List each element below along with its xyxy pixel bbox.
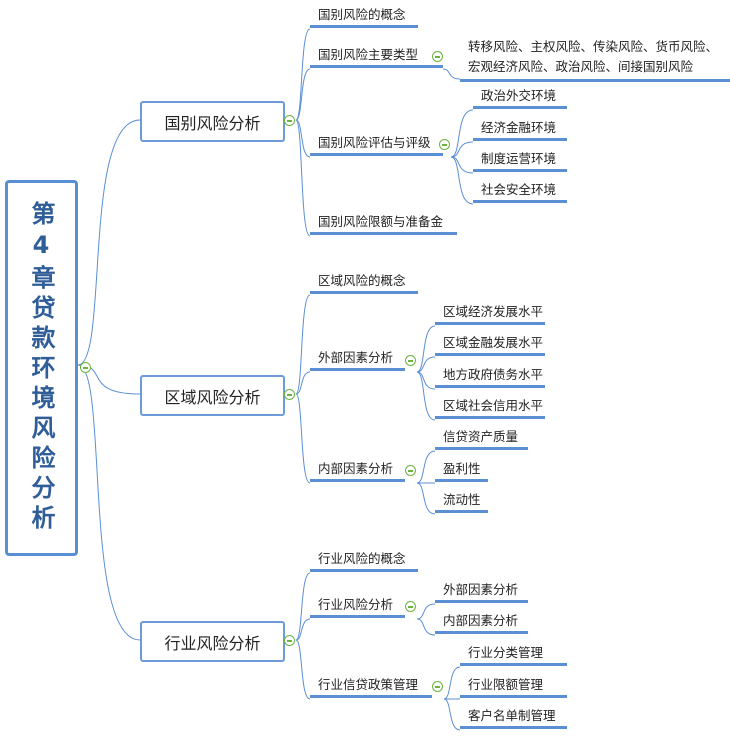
subtopic-collapse-toggle[interactable]: [405, 465, 416, 476]
connector: [295, 618, 311, 641]
leaf-topic[interactable]: 内部因素分析: [435, 613, 528, 634]
connector: [416, 482, 436, 515]
connector: [77, 364, 141, 641]
leaf-topic[interactable]: 流动性: [435, 492, 488, 513]
root-topic[interactable]: 第4章贷款环境风险分析: [5, 180, 78, 556]
leaf-topic[interactable]: 转移风险、主权风险、传染风险、货币风险、宏观经济风险、政治风险、间接国别风险: [460, 37, 730, 82]
subtopic[interactable]: 区域风险的概念: [310, 273, 418, 294]
connector: [416, 325, 436, 373]
branch-topic[interactable]: 国别风险分析: [140, 101, 285, 142]
leaf-topic[interactable]: 政治外交环境: [473, 88, 567, 109]
connector: [450, 156, 474, 205]
connector: [416, 603, 436, 620]
subtopic-collapse-toggle[interactable]: [432, 681, 443, 692]
subtopic[interactable]: 国别风险主要类型: [310, 47, 443, 68]
leaf-line-2: 宏观经济风险、政治风险、间接国别风险: [468, 59, 694, 74]
connector: [416, 618, 436, 636]
leaf-topic[interactable]: 地方政府债务水平: [435, 367, 545, 388]
leaf-topic[interactable]: 信贷资产质量: [435, 429, 528, 450]
subtopic-collapse-toggle[interactable]: [405, 601, 416, 612]
leaf-topic[interactable]: 制度运营环境: [473, 151, 567, 172]
leaf-topic[interactable]: 区域金融发展水平: [435, 335, 545, 356]
connector: [295, 371, 311, 395]
branch-collapse-toggle[interactable]: [284, 635, 295, 646]
root-title: 第4章贷款环境风险分析: [27, 201, 55, 535]
branch-collapse-toggle[interactable]: [284, 389, 295, 400]
leaf-topic[interactable]: 客户名单制管理: [460, 708, 567, 729]
connector: [295, 28, 311, 121]
subtopic[interactable]: 行业风险的概念: [310, 551, 418, 572]
subtopic-collapse-toggle[interactable]: [432, 51, 443, 62]
subtopic-collapse-toggle[interactable]: [439, 139, 450, 150]
leaf-topic[interactable]: 社会安全环境: [473, 182, 567, 203]
subtopic[interactable]: 国别风险的概念: [310, 7, 418, 28]
root-collapse-toggle[interactable]: [80, 362, 91, 373]
subtopic[interactable]: 外部因素分析: [310, 350, 405, 371]
connector: [416, 371, 436, 421]
connector: [443, 666, 461, 700]
branch-topic[interactable]: 区域风险分析: [140, 375, 285, 416]
connector: [295, 294, 311, 395]
leaf-topic[interactable]: 外部因素分析: [435, 582, 528, 603]
branch-topic[interactable]: 行业风险分析: [140, 621, 285, 662]
connector: [295, 572, 311, 641]
connector: [295, 119, 311, 237]
connector: [77, 119, 141, 366]
subtopic-collapse-toggle[interactable]: [405, 355, 416, 366]
leaf-line-1: 转移风险、主权风险、传染风险、货币风险、: [468, 39, 719, 54]
connector: [295, 68, 311, 121]
connector: [416, 356, 436, 373]
subtopic[interactable]: 行业风险分析: [310, 597, 405, 618]
subtopic[interactable]: 内部因素分析: [310, 461, 405, 482]
connector: [442, 68, 461, 80]
leaf-topic[interactable]: 盈利性: [435, 461, 488, 482]
leaf-topic[interactable]: 行业限额管理: [460, 677, 567, 698]
leaf-topic[interactable]: 行业分类管理: [460, 645, 567, 666]
subtopic[interactable]: 国别风险限额与准备金: [310, 214, 457, 235]
leaf-topic[interactable]: 区域经济发展水平: [435, 304, 545, 325]
connector: [295, 393, 311, 484]
connector: [416, 450, 436, 484]
leaf-topic[interactable]: 区域社会信用水平: [435, 398, 545, 419]
connector: [450, 141, 474, 158]
connector: [443, 698, 461, 731]
connector: [450, 109, 474, 158]
connector: [295, 639, 311, 700]
branch-collapse-toggle[interactable]: [284, 115, 295, 126]
leaf-topic[interactable]: 经济金融环境: [473, 120, 567, 141]
subtopic[interactable]: 行业信贷政策管理: [310, 677, 432, 698]
subtopic[interactable]: 国别风险评估与评级: [310, 135, 443, 156]
